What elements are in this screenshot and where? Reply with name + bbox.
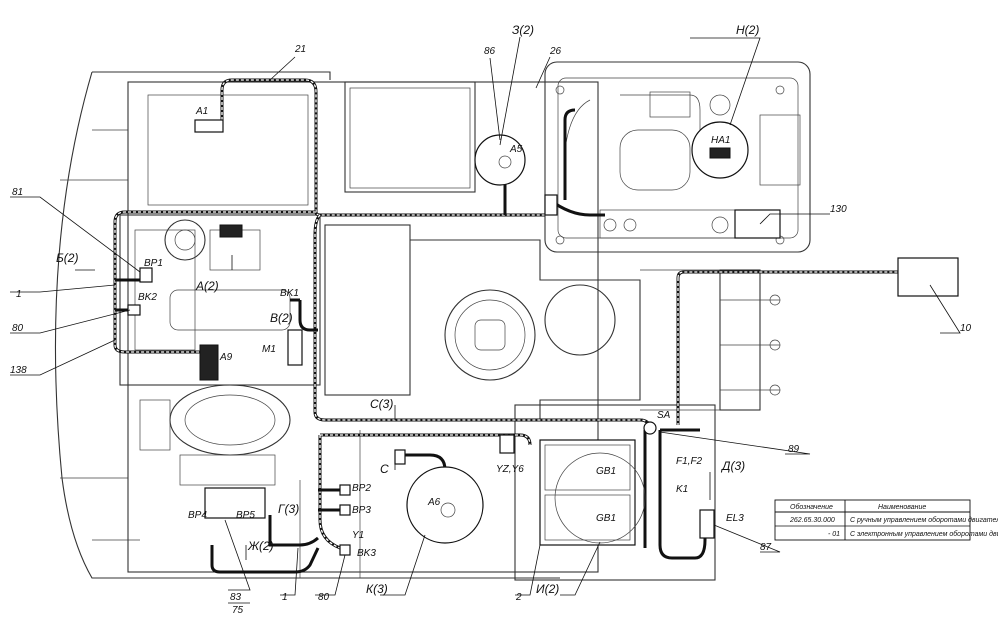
label-g3: Г(3) [278, 502, 299, 516]
label-gb1-bottom: GB1 [596, 513, 616, 524]
label-v2: В(2) [270, 311, 293, 325]
label-a6: A6 [427, 497, 441, 508]
component-bp4-bp5-block [204, 487, 266, 519]
label-a1: A1 [195, 106, 208, 117]
label-bp1: BP1 [144, 258, 163, 269]
label-n2: Н(2) [736, 23, 759, 37]
label-i2: И(2) [536, 582, 559, 596]
connector-top [544, 194, 558, 216]
label-k3: К(3) [366, 582, 388, 596]
label-zh2: Ж(2) [247, 539, 274, 553]
component-a6-circle [406, 466, 484, 544]
label-k1: K1 [676, 484, 688, 495]
label-bp4: BP4 [188, 510, 207, 521]
designation-table: Обозначение Наименование 262.65.30.000 С… [774, 499, 998, 541]
label-83: 83 [230, 592, 242, 603]
label-87: 87 [760, 542, 772, 553]
cable-harness-main [113, 78, 898, 574]
label-80-left: 80 [12, 323, 24, 334]
label-130: 130 [830, 204, 847, 215]
label-f1f2: F1,F2 [676, 456, 703, 467]
label-a2: А(2) [195, 279, 219, 293]
label-d3: Д(3) [720, 459, 745, 473]
component-el3 [699, 509, 715, 539]
component-130 [734, 209, 781, 239]
label-b2: Б(2) [56, 251, 78, 265]
component-a9 [199, 344, 219, 381]
label-86: 86 [484, 46, 496, 57]
table-row-2-designation: - 01 [828, 531, 840, 538]
leader-lines [10, 36, 961, 604]
label-z2: З(2) [512, 23, 534, 37]
battery-gb1-group [539, 439, 636, 546]
label-sa: SA [657, 410, 671, 421]
label-a9: A9 [219, 352, 233, 363]
label-el3: EL3 [726, 513, 744, 524]
label-80-bottom: 80 [318, 592, 330, 603]
label-bp5: BP5 [236, 510, 255, 521]
label-2-bottom: 2 [515, 592, 522, 603]
table-header-name: Наименование [878, 504, 926, 511]
label-10: 10 [960, 323, 972, 334]
label-a5: A5 [509, 144, 523, 155]
label-bp2: BP2 [352, 483, 371, 494]
label-1-left: 1 [16, 289, 22, 300]
label-81: 81 [12, 187, 23, 198]
label-gb1-top: GB1 [596, 466, 616, 477]
label-s3: С(3) [370, 397, 393, 411]
table-row-1-name: С ручным управлением оборотами двигателя [850, 516, 998, 524]
table-row-1-designation: 262.65.30.000 [789, 517, 835, 524]
label-138: 138 [10, 365, 27, 376]
labels: З(2) Н(2) 21 86 26 A1 A5 HA1 81 Б(2) BP1… [10, 23, 972, 616]
component-a5-circle [474, 134, 526, 186]
component-bp1 [139, 267, 153, 283]
component-10-box [897, 257, 959, 297]
label-bk3: BK3 [357, 548, 376, 559]
label-yz-y6: YZ,Y6 [496, 464, 524, 475]
label-bk1: BK1 [280, 288, 299, 299]
components [127, 119, 959, 556]
label-75: 75 [232, 605, 244, 616]
label-ha1: HA1 [711, 135, 730, 146]
label-26: 26 [549, 46, 562, 57]
label-y1: Y1 [352, 530, 364, 541]
label-c: С [380, 462, 389, 476]
label-m1: M1 [262, 344, 276, 355]
component-m1 [287, 329, 303, 366]
label-bp3: BP3 [352, 505, 371, 516]
component-a1 [194, 119, 224, 133]
component-bk2 [127, 304, 141, 316]
table-row-2-name: С электронным управлением оборотами двиг… [850, 530, 998, 538]
table-header-designation: Обозначение [790, 503, 833, 511]
component-sa [643, 421, 657, 435]
label-bk2: BK2 [138, 292, 157, 303]
label-21: 21 [294, 44, 306, 55]
label-89: 89 [788, 444, 800, 455]
label-1-bottom: 1 [282, 592, 288, 603]
